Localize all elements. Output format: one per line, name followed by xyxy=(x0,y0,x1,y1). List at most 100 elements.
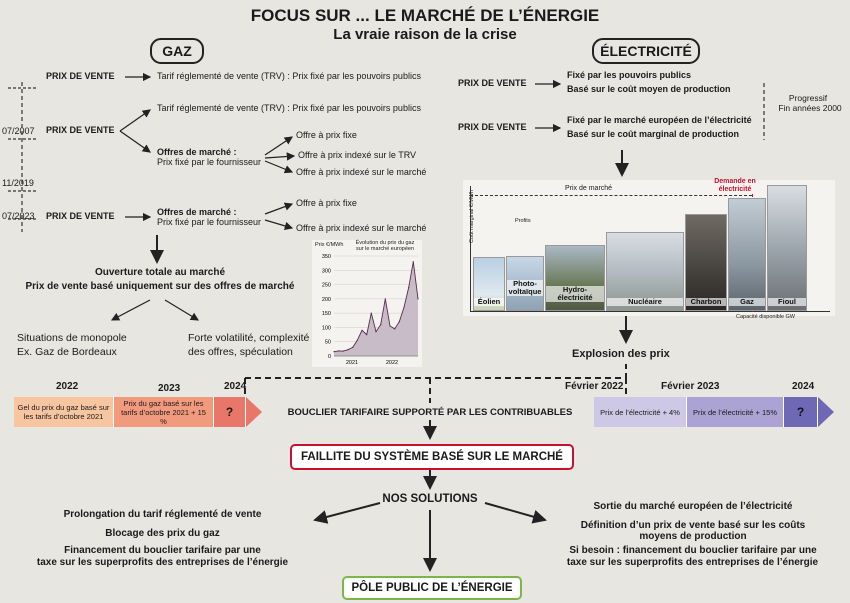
gaz-year-2022: 2022 xyxy=(56,381,79,392)
elec-p1-line1: Fixé par les pouvoirs publics xyxy=(567,70,692,80)
date-2007: 07/2007 xyxy=(2,126,35,136)
merit-x-axis xyxy=(470,311,830,312)
gas-price-point xyxy=(412,261,414,263)
gaz-p3-label: PRIX DE VENTE xyxy=(46,211,115,221)
ouverture-line-1: Ouverture totale au marché xyxy=(94,267,226,278)
gas-chart-title-1: Évolution du prix du gaz xyxy=(355,240,415,246)
gas-price-point xyxy=(361,329,363,331)
ouverture-line-2: Prix de vente basé uniquement sur des of… xyxy=(25,281,295,292)
gas-chart-ytick: 300 xyxy=(322,268,331,274)
gas-chart-xtick: 2021 xyxy=(346,360,358,366)
gas-chart-title-2: sur le marché européen xyxy=(355,246,415,252)
solution-left-2: Blocage des prix du gaz xyxy=(105,528,220,539)
merit-bar-fioul: Fioul xyxy=(767,185,807,311)
gas-chart-ytick: 250 xyxy=(322,283,331,289)
gas-price-point xyxy=(347,349,349,351)
solutions-title: NOS SOLUTIONS xyxy=(382,493,478,505)
merit-bar-nucleaire: Nucléaire xyxy=(606,232,684,311)
gas-chart-ytick: 0 xyxy=(328,354,331,360)
merit-bar-gaz: Gaz xyxy=(728,198,766,311)
elec-bar-arrowhead xyxy=(818,397,834,427)
elec-p2-line2: Basé sur le coût marginal de production xyxy=(567,129,740,139)
gaz-p3-option-2: Offre à prix indexé sur le marché xyxy=(296,223,427,233)
gas-chart-ytick: 100 xyxy=(322,325,331,331)
market-price-line xyxy=(470,195,752,196)
solution-right-3a: Si besoin : financement du bouclier tari… xyxy=(569,545,817,556)
gas-price-point xyxy=(394,328,396,330)
merit-bar-eolien: Éolien xyxy=(473,257,505,311)
monopole-line-2: Ex. Gaz de Bordeaux xyxy=(17,346,117,358)
gas-price-point xyxy=(398,321,400,323)
market-price-label: Prix de marché xyxy=(565,185,613,192)
elec-p1-label: PRIX DE VENTE xyxy=(458,78,527,88)
progressif-line-2: Fin années 2000 xyxy=(778,103,842,113)
date-2023: 07/2023 xyxy=(2,211,35,221)
gaz-p3-offres-title: Offres de marché : xyxy=(157,207,237,217)
gas-price-point xyxy=(338,350,340,352)
gaz-p3-offres-sub: Prix fixé par le fournisseur xyxy=(157,217,262,227)
monopole-line-1: Situations de monopole xyxy=(17,332,127,344)
gas-price-point xyxy=(403,306,405,308)
merit-bar-hydro: Hydro-électricité xyxy=(545,245,605,311)
gas-price-point xyxy=(417,298,419,300)
solution-right-3b: taxe sur les superprofits des entreprise… xyxy=(566,557,819,568)
gaz-p2-option-1: Offre à prix fixe xyxy=(296,130,357,140)
gaz-p2-offres-title: Offres de marché : xyxy=(157,147,237,157)
gas-chart-ytick: 50 xyxy=(325,340,331,346)
gas-chart-xtick: 2022 xyxy=(386,360,398,366)
gas-price-point xyxy=(352,346,354,348)
merit-y-axis xyxy=(470,186,471,312)
gas-price-point xyxy=(366,334,368,336)
solution-right-2b: moyens de production xyxy=(639,531,747,542)
elec-seg-2: Prix de l’électricité + 15% xyxy=(687,397,784,427)
merit-bar-photovoltaique: Photo-voltaïque xyxy=(506,256,544,311)
elec-p2-label: PRIX DE VENTE xyxy=(458,122,527,132)
elec-p2-line1: Fixé par le marché européen de l’électri… xyxy=(567,115,752,125)
solution-right-2a: Définition d’un prix de vente basé sur l… xyxy=(580,520,806,531)
faillite-box: FAILLITE DU SYSTÈME BASÉ SUR LE MARCHÉ xyxy=(290,444,574,470)
merit-label-gaz: Gaz xyxy=(729,297,765,306)
gaz-seg-3: ? xyxy=(214,397,246,427)
merit-label-photovoltaique: Photo-voltaïque xyxy=(507,278,543,296)
gaz-seg-2: Prix du gaz basé sur les tarifs d’octobr… xyxy=(114,397,214,427)
gas-price-point xyxy=(356,339,358,341)
gaz-year-2023: 2023 xyxy=(158,383,181,394)
merit-xlabel: Capacité disponible GW xyxy=(736,314,796,320)
gas-chart-ytick: 200 xyxy=(322,297,331,303)
elec-year-2023: Février 2023 xyxy=(661,381,720,392)
solution-left-3a: Financement du bouclier tarifaire par un… xyxy=(64,545,261,556)
gas-chart-ytick: 150 xyxy=(322,311,331,317)
gaz-year-2024: 2024 xyxy=(224,381,247,392)
gaz-p1-label: PRIX DE VENTE xyxy=(46,71,115,81)
date-2019: 11/2019 xyxy=(2,178,34,188)
volatilite-line-1: Forte volatilité, complexité xyxy=(188,332,310,344)
merit-label-hydro: Hydro-électricité xyxy=(546,285,604,302)
elec-seg-1: Prix de l’électricité + 4% xyxy=(594,397,687,427)
solution-left-3b: taxe sur les superprofits des entreprise… xyxy=(36,557,289,568)
merit-bar-charbon: Charbon xyxy=(685,214,727,311)
pole-public-box: PÔLE PUBLIC DE L’ÉNERGIE xyxy=(342,576,522,600)
gaz-p2-label: PRIX DE VENTE xyxy=(46,125,115,135)
gaz-p2-offres-sub: Prix fixé par le fournisseur xyxy=(157,157,262,167)
gas-price-point xyxy=(370,312,372,314)
demand-label-2: électricité xyxy=(718,186,752,193)
gaz-bar-arrowhead xyxy=(246,397,262,427)
merit-label-eolien: Éolien xyxy=(474,297,504,306)
page-title: FOCUS SUR ... LE MARCHÉ DE L’ÉNERGIE xyxy=(250,6,600,25)
gas-price-point xyxy=(333,351,335,353)
solution-right-1: Sortie du marché européen de l’électrici… xyxy=(593,501,793,512)
elec-year-2024: 2024 xyxy=(792,381,815,392)
gas-price-point xyxy=(408,286,410,288)
gas-price-point xyxy=(384,298,386,300)
gas-chart-ylabel: Prix €/MWh xyxy=(315,242,344,248)
electricite-heading: ÉLECTRICITÉ xyxy=(592,38,700,64)
gaz-p1-text: Tarif réglementé de vente (TRV) : Prix f… xyxy=(157,71,421,81)
solution-left-1: Prolongation du tarif réglementé de vent… xyxy=(63,509,262,520)
gaz-p2-trv: Tarif réglementé de vente (TRV) : Prix f… xyxy=(157,103,421,113)
gas-price-point xyxy=(375,331,377,333)
gaz-timeline-bar: Gel du prix du gaz basé sur les tarifs d… xyxy=(14,397,262,427)
profits-label: Profits xyxy=(515,218,531,224)
